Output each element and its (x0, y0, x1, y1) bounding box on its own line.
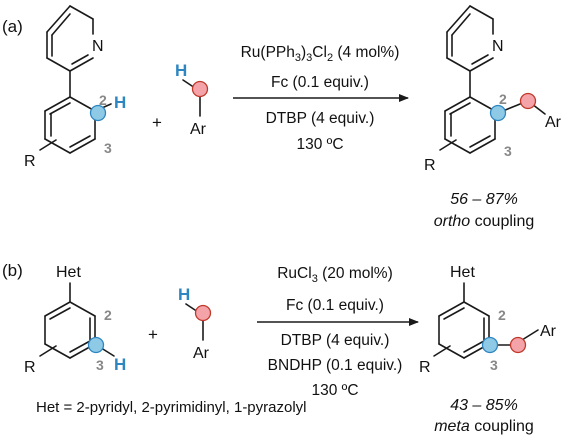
ortho-ch-carbon (89, 104, 107, 122)
reagent-b-hydrogen: H (178, 285, 190, 304)
condition-b-line4: BNDHP (0.1 equiv.) (268, 357, 403, 374)
ortho-hydrogen: H (114, 93, 126, 112)
b-position-3-label: 3 (96, 357, 104, 373)
het-footnote: Het = 2-pyridyl, 2-pyrimidinyl, 1-pyrazo… (36, 399, 307, 416)
panel-b: (b) Het H 2 3 R + H (2, 261, 557, 435)
nitrogen-atom: N (92, 38, 104, 55)
product-r-group: R (424, 157, 436, 174)
product-aryl-group: Ar (545, 114, 562, 131)
plus-sign-a: + (152, 113, 162, 132)
benzylic-carbon (191, 80, 209, 98)
conditions-a: Ru(PPh3)3Cl2 (4 mol%) Fc (0.1 equiv.) DT… (241, 44, 400, 153)
selectivity-a: ortho coupling (434, 213, 535, 230)
product-b-position-2-label: 2 (498, 307, 506, 323)
condition-a-line2: Fc (0.1 equiv.) (271, 74, 369, 91)
catalyst-b: RuCl3 (20 mol%) (277, 265, 393, 285)
substrate-a: N H 2 3 R (24, 5, 126, 170)
catalyst-a: Ru(PPh3)3Cl2 (4 mol%) (241, 44, 400, 64)
product-b-position-3-label: 3 (490, 357, 498, 373)
panel-b-label: (b) (2, 261, 23, 280)
condition-b-line5: 130 ºC (311, 382, 358, 399)
product-b-aryl-group: Ar (540, 323, 557, 340)
product-a: N Ar 2 3 R (424, 5, 562, 174)
product-b: Het Ar 2 3 R (419, 264, 557, 376)
b-aryl-group: Ar (193, 345, 210, 362)
condition-b-line2: Fc (0.1 equiv.) (286, 297, 384, 314)
meta-hydrogen: H (114, 355, 126, 374)
product-b-r-group: R (419, 359, 431, 376)
het-group: Het (56, 264, 81, 281)
panel-a-label: (a) (2, 17, 23, 36)
condition-a-line3: DTBP (4 equiv.) (266, 110, 375, 127)
product-het-group: Het (450, 264, 475, 281)
condition-a-line4: 130 ºC (296, 136, 343, 153)
product-position-2-label: 2 (499, 91, 507, 107)
r-group: R (24, 153, 36, 170)
conditions-b: RuCl3 (20 mol%) Fc (0.1 equiv.) DTBP (4 … (268, 265, 403, 399)
product-nitrogen-atom: N (492, 38, 504, 55)
position-3-label: 3 (104, 140, 112, 156)
aryl-group: Ar (190, 121, 207, 138)
product-b-benzylic-carbon (509, 336, 527, 354)
product-benzylic-carbon (519, 92, 537, 110)
condition-b-line3: DTBP (4 equiv.) (281, 332, 390, 349)
b-r-group: R (24, 359, 36, 376)
yield-a: 56 – 87% (450, 191, 518, 208)
plus-sign-b: + (148, 325, 158, 344)
product-aryl-carbon (489, 104, 507, 122)
product-b-aryl-carbon (481, 336, 499, 354)
b-position-2-label: 2 (104, 307, 112, 323)
meta-ch-carbon (87, 336, 105, 354)
selectivity-b: meta coupling (434, 418, 534, 435)
position-2-label: 2 (99, 92, 107, 108)
product-position-3-label: 3 (504, 143, 512, 159)
panel-a: (a) N (2, 5, 562, 230)
b-benzylic-carbon (194, 304, 212, 322)
reagent-hydrogen: H (175, 61, 187, 80)
substrate-b: Het H 2 3 R (24, 264, 126, 376)
reagent-b: H Ar (178, 285, 212, 362)
reagent-a: H Ar (175, 61, 209, 138)
yield-b: 43 – 85% (450, 397, 518, 414)
